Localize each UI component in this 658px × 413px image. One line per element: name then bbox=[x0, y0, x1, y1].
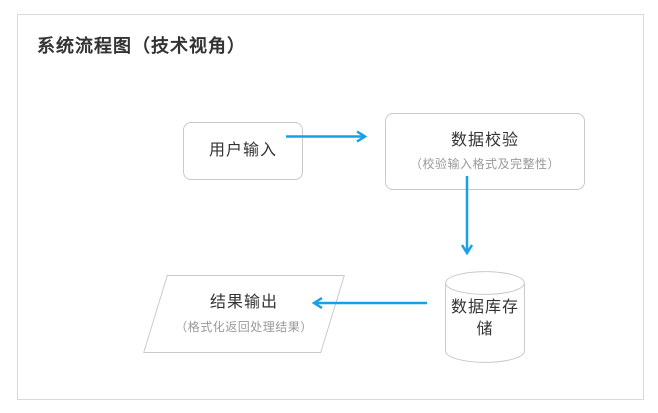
diagram-frame: 系统流程图（技术视角） 用户输入 数据校验 （校验输入格式及完整性） 数据库存储… bbox=[17, 14, 644, 400]
node-label: 数据库存储 bbox=[451, 299, 520, 338]
node-result-output: 结果输出 （格式化返回处理结果） bbox=[143, 275, 345, 353]
node-label: 数据校验 bbox=[450, 131, 519, 149]
node-user-input: 用户输入 bbox=[183, 122, 303, 180]
node-label: 用户输入 bbox=[208, 141, 277, 159]
node-data-validation: 数据校验 （校验输入格式及完整性） bbox=[385, 113, 585, 190]
database-cylinder-shape bbox=[445, 271, 525, 363]
node-sublabel: （格式化返回处理结果） bbox=[175, 319, 313, 334]
node-sublabel: （校验输入格式及完整性） bbox=[409, 157, 560, 172]
parallelogram-content: 结果输出 （格式化返回处理结果） bbox=[156, 276, 332, 352]
node-label: 结果输出 bbox=[209, 294, 278, 312]
node-database-storage: 数据库存储 bbox=[445, 271, 525, 363]
page-title: 系统流程图（技术视角） bbox=[37, 36, 246, 56]
